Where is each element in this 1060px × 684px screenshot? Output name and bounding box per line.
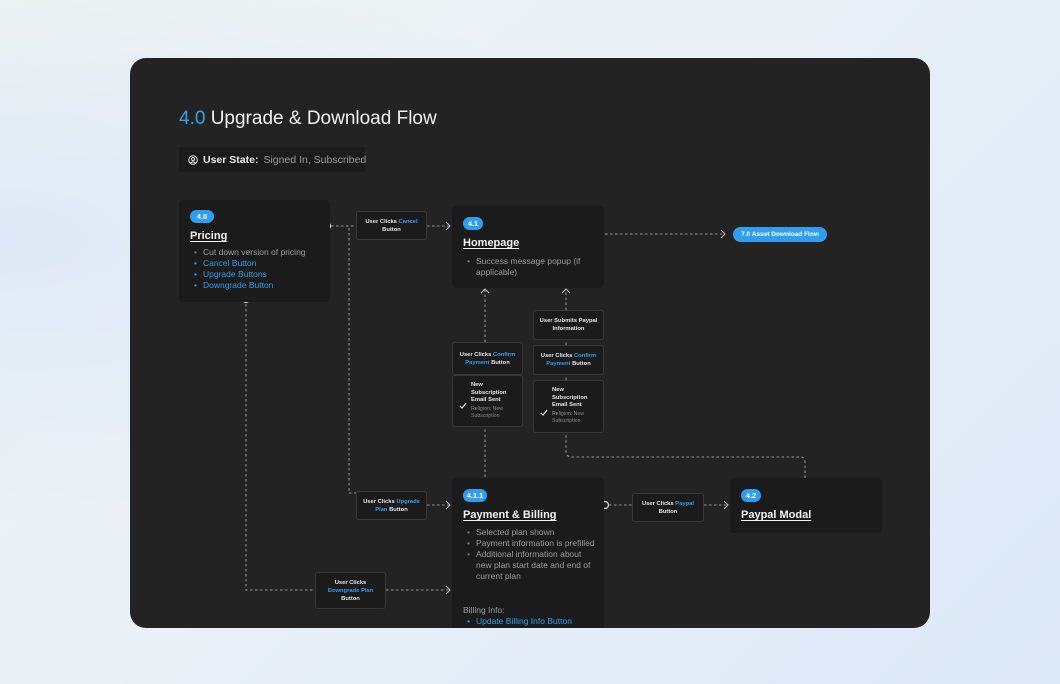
email-notification-left: New Subscription Email Sent Religion: Ne… — [452, 375, 523, 427]
paypal-badge: 4.2 — [741, 489, 761, 502]
notification-title: New Subscription Email Sent — [552, 387, 588, 408]
upgrade-buttons-link[interactable]: Upgrade Buttons — [190, 269, 325, 280]
cancel-button-link[interactable]: Cancel Button — [190, 258, 325, 269]
asset-download-flow-pill[interactable]: 7.0 Asset Download Flow — [733, 227, 827, 242]
confirm-payment-label-right: User Clicks Confirm Payment Button — [533, 345, 604, 375]
submit-paypal-label: User Submits Paypal Information — [533, 310, 604, 340]
billing-list: Update Billing Info Button — [463, 616, 598, 627]
email-notification-right: New Subscription Email Sent Religion: Ne… — [533, 380, 604, 433]
check-icon — [540, 403, 548, 421]
paypal-modal-card[interactable]: 4.2 Paypal Modal — [730, 478, 882, 533]
payment-badge: 4.1.1 — [463, 489, 487, 502]
pricing-list: Cut down version of pricing Cancel Butto… — [190, 247, 325, 291]
upgrade-action-label: User Clicks Upgrade Plan Button — [356, 491, 427, 520]
update-billing-button[interactable]: Update Billing Info Button — [463, 616, 598, 627]
title-text: Upgrade & Download Flow — [210, 108, 437, 129]
list-item: Additional information about new plan st… — [463, 549, 598, 582]
page-title: 4.0 Upgrade & Download Flow — [179, 108, 437, 130]
list-item: Success message popup (if applicable) — [463, 256, 598, 278]
pricing-title: Pricing — [190, 230, 228, 242]
notification-sub: Religion: New Subscription — [471, 406, 504, 419]
list-item: Payment information is prefilled — [463, 538, 598, 549]
homepage-badge: 4.1 — [463, 217, 483, 230]
billing-info-label: Billing Info: — [463, 605, 505, 615]
list-item: Selected plan shown — [463, 527, 598, 538]
flow-panel: 4.0 Upgrade & Download Flow User State: … — [130, 58, 930, 628]
payment-title: Payment & Billing — [463, 509, 557, 521]
homepage-card[interactable]: 4.1 Homepage Success message popup (if a… — [452, 206, 604, 288]
homepage-list: Success message popup (if applicable) — [463, 256, 598, 278]
user-state-chip: User State: Signed In, Subscribed — [179, 147, 367, 172]
notification-sub: Religion: New Subscription — [552, 411, 585, 424]
user-state-label: User State: — [203, 153, 259, 166]
check-icon — [459, 396, 467, 414]
user-circle-icon — [188, 154, 198, 165]
paypal-title: Paypal Modal — [741, 509, 812, 521]
payment-list: Selected plan shown Payment information … — [463, 527, 598, 582]
pricing-badge: 4.0 — [190, 210, 214, 223]
notification-title: New Subscription Email Sent — [471, 382, 507, 403]
title-number: 4.0 — [179, 108, 206, 129]
downgrade-button-link[interactable]: Downgrade Button — [190, 280, 325, 291]
homepage-title: Homepage — [463, 237, 520, 249]
payment-billing-card[interactable]: 4.1.1 Payment & Billing Selected plan sh… — [452, 478, 604, 628]
pricing-card[interactable]: 4.0 Pricing Cut down version of pricing … — [179, 200, 330, 302]
user-state-value: Signed In, Subscribed — [263, 153, 367, 166]
confirm-payment-label-left: User Clicks Confirm Payment Button — [452, 342, 523, 375]
list-item: Cut down version of pricing — [190, 247, 325, 258]
